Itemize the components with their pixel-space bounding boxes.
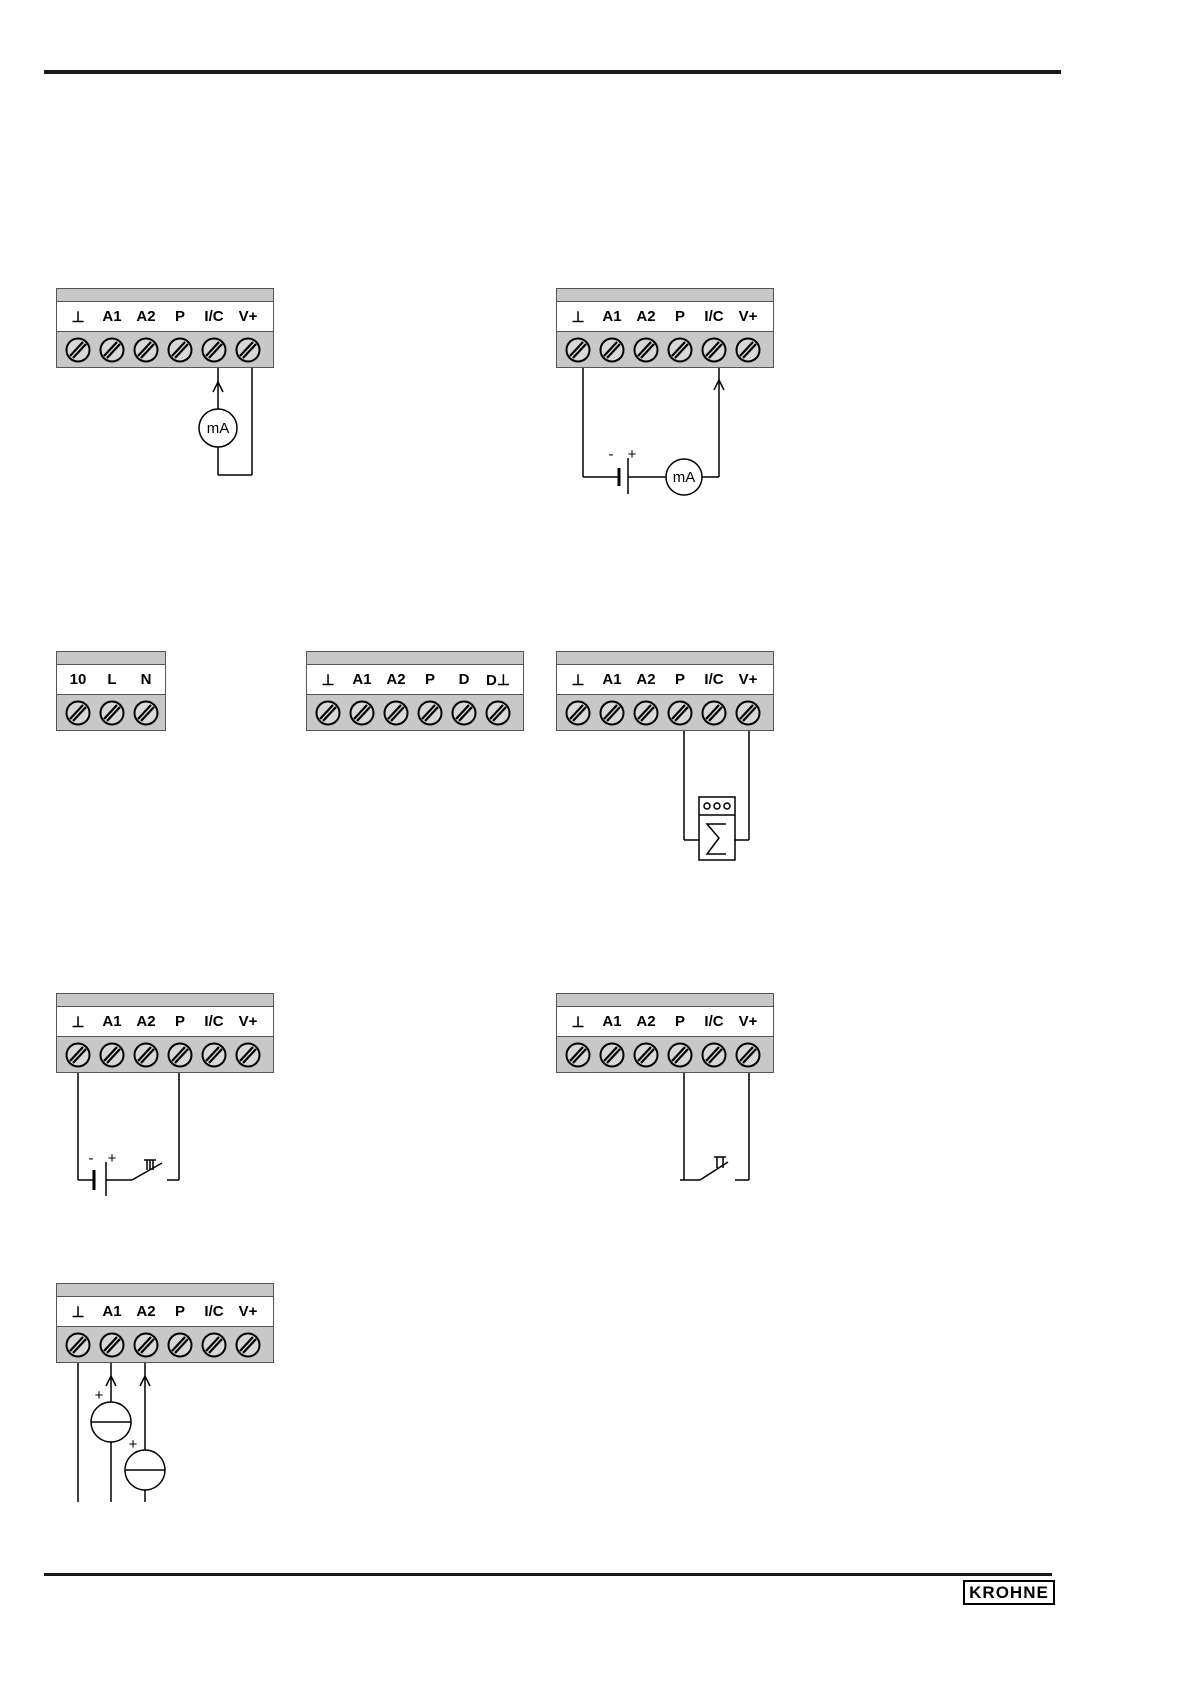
battery-minus-label: - [609, 446, 614, 463]
wiring-control-passive [680, 1073, 749, 1180]
battery-minus-label: - [89, 1150, 94, 1167]
counter-icon [699, 797, 735, 860]
ammeter-label: mA [207, 420, 230, 437]
battery-plus-label: + [108, 1150, 117, 1167]
battery-plus-label: + [628, 446, 637, 463]
current-source-icon [125, 1450, 165, 1490]
wiring-control-active [78, 1073, 179, 1196]
wiring-pulse-counter [684, 731, 749, 860]
footer-rule [44, 1573, 1052, 1576]
source-plus-label: + [129, 1436, 138, 1453]
wiring-analog-inputs [78, 1363, 165, 1502]
current-source-icon [91, 1402, 131, 1442]
wiring-current-active [583, 368, 724, 495]
source-plus-label: + [95, 1387, 104, 1404]
ammeter-label: mA [673, 469, 696, 486]
switch-icon [700, 1157, 728, 1180]
krohne-logo: KROHNE [963, 1580, 1055, 1605]
switch-icon [132, 1160, 162, 1180]
